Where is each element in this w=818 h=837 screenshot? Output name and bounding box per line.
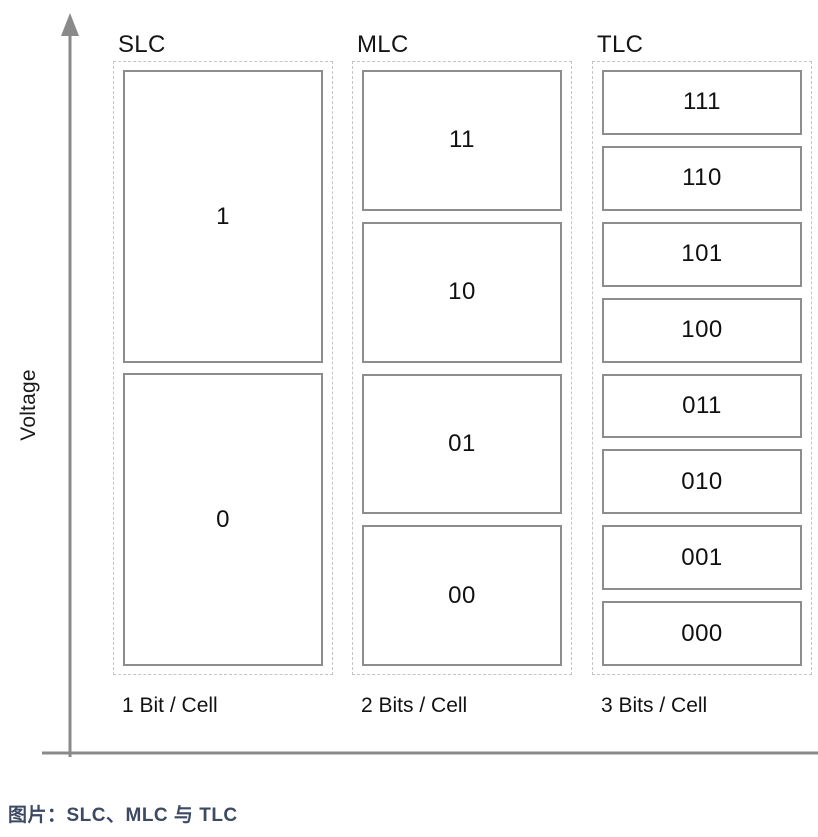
column-title-tlc: TLC (597, 31, 644, 58)
cell-level: 1 (123, 70, 323, 363)
column-title-slc: SLC (118, 31, 166, 58)
cell-level: 0 (123, 373, 323, 666)
cell-stack-tlc: 111 110 101 100 011 010 001 000 (592, 61, 812, 675)
cell-level: 110 (602, 145, 802, 211)
cell-level: 000 (602, 601, 802, 666)
column-footer-tlc: 3 Bits / Cell (601, 694, 708, 717)
column-tlc: TLC 111 110 101 100 011 010 001 000 3 Bi… (592, 31, 812, 717)
cell-level: 10 (362, 221, 562, 363)
column-title-mlc: MLC (357, 31, 409, 58)
column-slc: SLC 1 0 1 Bit / Cell (113, 31, 333, 717)
cell-stack-mlc: 11 10 01 00 (352, 61, 572, 675)
figure-caption: 图片：SLC、MLC 与 TLC (8, 805, 238, 826)
cell-level: 111 (602, 70, 802, 135)
column-mlc: MLC 11 10 01 00 2 Bits / Cell (352, 31, 572, 717)
column-footer-slc: 1 Bit / Cell (122, 694, 218, 717)
voltage-axis-arrowhead (61, 13, 79, 36)
cell-stack-slc: 1 0 (113, 61, 333, 675)
cell-level: 100 (602, 297, 802, 363)
cell-level: 01 (362, 373, 562, 515)
cell-level: 101 (602, 221, 802, 287)
voltage-axis-label: Voltage (17, 369, 40, 441)
cell-level: 010 (602, 449, 802, 515)
cell-level: 011 (602, 373, 802, 439)
cell-level: 001 (602, 525, 802, 591)
cell-level: 11 (362, 70, 562, 211)
cell-level: 00 (362, 525, 562, 666)
column-footer-mlc: 2 Bits / Cell (361, 694, 468, 717)
